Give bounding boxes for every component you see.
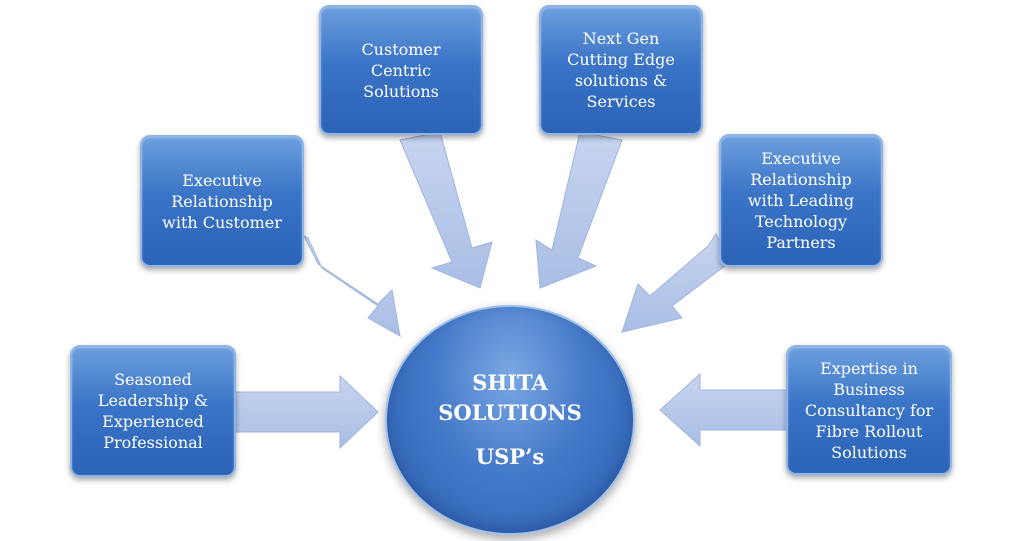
hub-title-line3: USP’s: [475, 444, 545, 469]
node-next-gen: Next Gen Cutting Edge solutions & Servic…: [539, 5, 703, 135]
arrow-exec-customer: [302, 234, 401, 337]
arrow-next-gen: [535, 131, 623, 289]
node-expertise-label: Expertise in Business Consultancy for Fi…: [804, 358, 934, 462]
node-exec-partners-label: Executive Relationship with Leading Tech…: [747, 149, 855, 252]
node-customer-centric: Customer Centric Solutions: [319, 5, 483, 135]
arrow-seasoned: [235, 374, 379, 450]
node-exec-customer: Executive Relationship with Customer: [140, 135, 304, 267]
node-exec-customer-label: Executive Relationship with Customer: [162, 170, 282, 232]
arrow-customer-centric: [399, 131, 493, 289]
node-expertise: Expertise in Business Consultancy for Fi…: [786, 345, 952, 475]
node-customer-centric-label: Customer Centric Solutions: [361, 39, 441, 101]
center-hub: SHITA SOLUTIONS USP’s: [385, 305, 635, 535]
arrow-exec-partners: [621, 233, 731, 333]
node-next-gen-label: Next Gen Cutting Edge solutions & Servic…: [567, 29, 675, 111]
node-seasoned-label: Seasoned Leadership & Experienced Profes…: [97, 370, 209, 452]
hub-title-line1: SHITA: [472, 370, 548, 395]
node-seasoned: Seasoned Leadership & Experienced Profes…: [70, 345, 236, 477]
hub-title-line2: SOLUTIONS: [438, 400, 582, 425]
arrow-expertise: [659, 372, 789, 448]
node-exec-partners: Executive Relationship with Leading Tech…: [719, 134, 883, 267]
